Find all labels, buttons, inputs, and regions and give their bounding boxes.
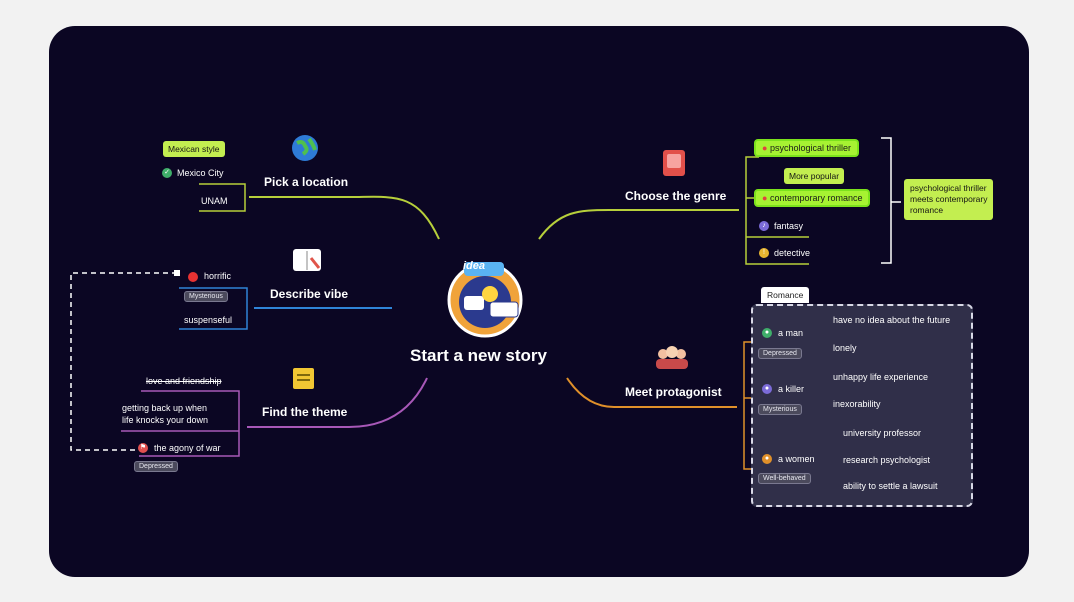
theme-item-agony-of-war[interactable]: the agony of war [154,443,221,453]
theme-tag-depressed[interactable]: Depressed [134,461,178,472]
location-item-mexico-city[interactable]: Mexico City [177,168,224,178]
location-topic[interactable]: Pick a location [264,175,349,189]
char-tag-depressed[interactable]: Depressed [758,348,802,359]
mexican-style-note[interactable]: Mexican style [163,141,225,157]
more-popular-note[interactable]: More popular [784,168,845,184]
sticky-note-icon [293,368,314,389]
char-a-killer[interactable]: a killer [778,384,805,394]
mindmap-canvas: Romance idea Start a new story Pick a lo… [49,26,1029,577]
red-dot-icon [188,272,198,282]
genre-topic[interactable]: Choose the genre [625,189,727,203]
flag-icon: ⚑ [138,443,148,453]
protagonist-topic[interactable]: Meet protagonist [625,385,722,399]
trait-research-psychologist[interactable]: research psychologist [843,455,931,465]
location-item-unam[interactable]: UNAM [201,196,228,206]
theme-item-getting-back-1[interactable]: getting back up when [122,403,208,413]
notebook-icon [663,150,685,176]
char-a-women[interactable]: a women [778,454,815,464]
trait-inexorability[interactable]: inexorability [833,399,881,409]
check-icon: ✓ [162,168,172,178]
theme-item-love-friendship[interactable]: love and friendship [146,376,222,386]
idea-logo-icon [447,262,523,338]
people-group-icon [656,346,688,369]
trait-settle-lawsuit[interactable]: ability to settle a lawsuit [843,481,938,491]
trait-lonely[interactable]: lonely [833,343,857,353]
person-icon: ● [762,384,772,394]
trait-unhappy-life[interactable]: unhappy life experience [833,372,929,382]
vibe-tag-mysterious[interactable]: Mysterious [184,291,228,302]
genre-item-contemporary-romance[interactable]: ● contemporary romance [756,191,869,205]
vibe-item-horrific[interactable]: horrific [204,271,232,281]
romance-tab[interactable]: Romance [761,287,810,303]
music-note-icon: ♪ [759,221,769,231]
char-tag-well-behaved[interactable]: Well-behaved [758,473,811,484]
trait-university-professor[interactable]: university professor [843,428,922,438]
open-book-icon [293,249,321,271]
genre-item-detective[interactable]: detective [774,248,811,258]
person-icon: ● [762,454,772,464]
vibe-topic[interactable]: Describe vibe [270,287,349,301]
bulb-icon: ! [759,248,769,258]
person-icon: ● [762,328,772,338]
theme-item-getting-back-2[interactable]: life knocks your down [122,415,209,425]
central-topic[interactable]: Start a new story [410,346,547,365]
genre-item-fantasy[interactable]: fantasy [774,221,804,231]
genre-item-psychological-thriller[interactable]: ● psychological thriller [756,141,857,155]
globe-icon [292,135,318,161]
char-a-man[interactable]: a man [778,328,804,338]
logo-word: idea [463,260,486,272]
theme-topic[interactable]: Find the theme [262,405,348,419]
char-tag-mysterious[interactable]: Mysterious [758,404,802,415]
trait-no-idea-future[interactable]: have no idea about the future [833,315,951,325]
vibe-item-suspenseful[interactable]: suspenseful [184,315,233,325]
